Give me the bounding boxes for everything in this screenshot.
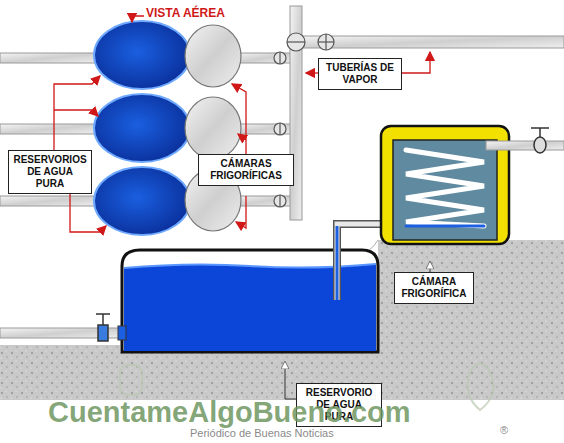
watermark: CuentameAlgoBueno.com bbox=[48, 396, 411, 429]
callout-box: TUBERÍAS DE VAPOR bbox=[318, 58, 402, 90]
callout-box: RESERVORIOS DE AGUA PURA bbox=[8, 150, 92, 194]
coil-water bbox=[406, 225, 484, 228]
callout-text: TUBERÍAS DE VAPOR bbox=[323, 62, 397, 86]
watermark-mark: ® bbox=[500, 424, 508, 436]
view-title: VISTA AÉREA bbox=[146, 6, 225, 20]
watermark-subtitle: Periódico de Buenas Noticias bbox=[190, 427, 334, 439]
callout-text: RESERVORIOS DE AGUA PURA bbox=[13, 154, 87, 190]
callout-box: CÁMARA FRIGORÍFICA bbox=[394, 272, 474, 304]
callout-text: CÁMARAS FRIGORÍFICAS bbox=[203, 158, 289, 182]
callout-text: CÁMARA FRIGORÍFICA bbox=[399, 276, 469, 300]
cooling-coil bbox=[406, 150, 484, 226]
callout-box: CÁMARAS FRIGORÍFICAS bbox=[198, 154, 294, 186]
